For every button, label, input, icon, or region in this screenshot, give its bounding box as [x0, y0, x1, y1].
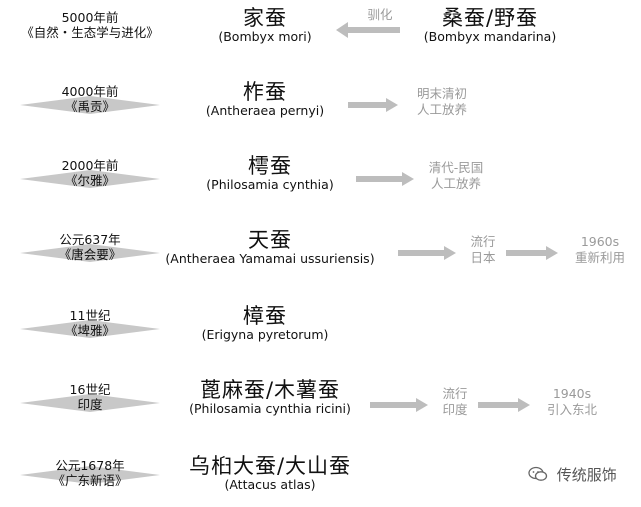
era-diamond [20, 244, 160, 262]
era-source: 《自然・生态学与进化》 [21, 25, 159, 40]
note-line1: 清代-民国 [428, 160, 484, 175]
note2-line2: 引入东北 [546, 402, 597, 417]
note-line2: 印度 [442, 402, 468, 417]
wechat-icon [528, 466, 548, 486]
era-label: 公元1678年 《广东新语》 [0, 458, 180, 488]
era-diamond [20, 320, 160, 338]
silkworm-name-cn: 天蚕 [248, 228, 292, 252]
note2-line1: 1940s [552, 386, 592, 401]
era-diamond [20, 170, 160, 188]
right-arrow [398, 245, 456, 264]
era-source: 《尔雅》 [64, 173, 115, 188]
era-label: 2000年前 《尔雅》 [0, 158, 180, 188]
note-line1: 流行 [442, 386, 468, 401]
era-source: 《广东新语》 [52, 473, 128, 488]
era-diamond [20, 466, 160, 484]
note2-line1: 1960s [580, 234, 620, 249]
era-label: 16世纪 印度 [0, 382, 180, 412]
silkworm-name-latin: (Philosamia cynthia ricini) [189, 401, 351, 416]
era-label: 11世纪 《埤雅》 [0, 308, 180, 338]
silkworm-name-latin: (Antheraea pernyi) [205, 103, 325, 118]
wild-species-name: 桑蚕/野蚕 (Bombyx mandarina) [400, 6, 580, 44]
note: 流行 印度 [430, 386, 480, 418]
silkworm-name: 蓖麻蚕/木薯蚕 (Philosamia cynthia ricini) [175, 378, 365, 416]
era-year: 公元637年 [59, 232, 121, 247]
silkworm-name-cn: 蓖麻蚕/木薯蚕 [199, 378, 341, 402]
note: 清代-民国 人工放养 [416, 160, 496, 192]
silkworm-name: 乌桕大蚕/大山蚕 (Attacus atlas) [170, 454, 370, 492]
timeline-row-6: 16世纪 印度 蓖麻蚕/木薯蚕 (Philosamia cynthia rici… [0, 372, 641, 432]
note-line1: 明末清初 [416, 86, 467, 101]
timeline-row-3: 2000年前 《尔雅》 樗蚕 (Philosamia cynthia) 清代-民… [0, 148, 641, 208]
note-line2: 人工放养 [430, 176, 481, 191]
watermark-text: 传统服饰 [556, 466, 617, 484]
era-year: 公元1678年 [55, 458, 125, 473]
silkworm-name: 樟蚕 (Erigyna pyretorum) [190, 304, 340, 342]
era-label: 5000年前 《自然・生态学与进化》 [0, 10, 180, 40]
silkworm-name: 柞蚕 (Antheraea pernyi) [190, 80, 340, 118]
silkworm-name: 家蚕 (Bombyx mori) [190, 6, 340, 44]
silkworm-name: 樗蚕 (Philosamia cynthia) [185, 154, 355, 192]
right-arrow [506, 245, 558, 264]
era-source: 印度 [77, 397, 103, 412]
era-diamond [20, 96, 160, 114]
silkworm-name-cn: 樗蚕 [248, 154, 292, 178]
right-arrow [348, 97, 398, 116]
note-line1: 流行 [470, 234, 496, 249]
silkworm-name-cn: 樟蚕 [243, 304, 287, 328]
timeline-row-5: 11世纪 《埤雅》 樟蚕 (Erigyna pyretorum) [0, 298, 641, 358]
note-line2: 人工放养 [416, 102, 467, 117]
note2-line2: 重新利用 [574, 250, 625, 265]
watermark: 传统服饰 [528, 464, 617, 486]
era-source: 《埤雅》 [64, 323, 115, 338]
note: 明末清初 人工放养 [402, 86, 482, 118]
wild-species-latin: (Bombyx mandarina) [423, 29, 557, 44]
era-diamond [20, 394, 160, 412]
note: 流行 日本 [458, 234, 508, 266]
note-secondary: 1960s 重新利用 [562, 234, 638, 266]
era-source: 《唐会要》 [58, 247, 122, 262]
era-year: 2000年前 [61, 158, 119, 173]
era-year: 5000年前 [61, 10, 119, 25]
era-label: 公元637年 《唐会要》 [0, 232, 180, 262]
timeline-row-1: 5000年前 《自然・生态学与进化》 家蚕 (Bombyx mori) 驯化 桑… [0, 4, 641, 64]
silkworm-name-latin: (Bombyx mori) [218, 29, 312, 44]
era-year: 16世纪 [69, 382, 111, 397]
note-line2: 日本 [470, 250, 496, 265]
right-arrow [356, 171, 414, 190]
right-arrow [478, 397, 530, 416]
silkworm-name-cn: 乌桕大蚕/大山蚕 [188, 454, 352, 478]
silkworm-name-cn: 家蚕 [243, 6, 287, 30]
timeline-row-4: 公元637年 《唐会要》 天蚕 (Antheraea Yamamai ussur… [0, 222, 641, 282]
era-label: 4000年前 《禹贡》 [0, 84, 180, 114]
timeline-row-2: 4000年前 《禹贡》 柞蚕 (Antheraea pernyi) 明末清初 人… [0, 74, 641, 134]
left-arrow [336, 22, 400, 42]
era-year: 4000年前 [61, 84, 119, 99]
silkworm-name-latin: (Attacus atlas) [224, 477, 316, 492]
era-year: 11世纪 [69, 308, 111, 323]
silkworm-name-latin: (Philosamia cynthia) [206, 177, 334, 192]
era-source: 《禹贡》 [64, 99, 115, 114]
right-arrow [370, 397, 428, 416]
silkworm-name: 天蚕 (Antheraea Yamamai ussuriensis) [150, 228, 390, 266]
domestication-label: 驯化 [350, 7, 410, 23]
domestication-text: 驯化 [367, 7, 393, 22]
silkworm-name-latin: (Antheraea Yamamai ussuriensis) [165, 251, 375, 266]
timeline-row-7: 公元1678年 《广东新语》 乌桕大蚕/大山蚕 (Attacus atlas) [0, 444, 641, 504]
silkworm-name-latin: (Erigyna pyretorum) [201, 327, 329, 342]
silkworm-name-cn: 柞蚕 [243, 80, 287, 104]
wild-species-cn: 桑蚕/野蚕 [441, 6, 539, 30]
note-secondary: 1940s 引入东北 [534, 386, 610, 418]
